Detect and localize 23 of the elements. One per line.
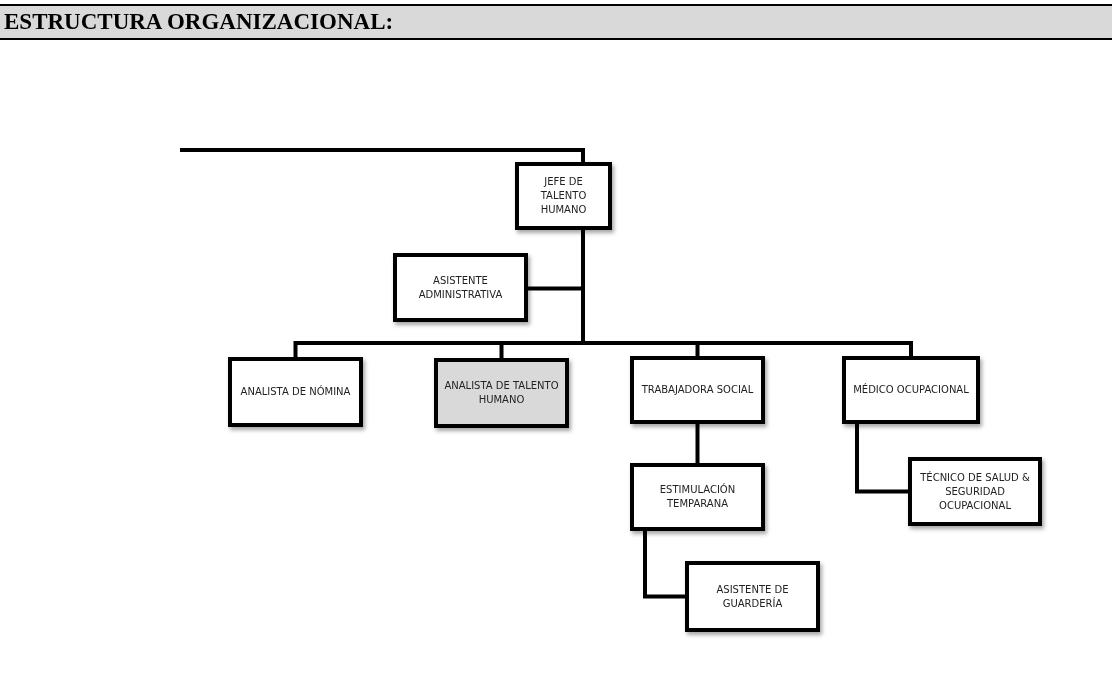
connector-line bbox=[855, 424, 908, 494]
position-title: ESTIMULACIÓN TEMPARANA bbox=[658, 483, 737, 511]
position-box bbox=[685, 561, 820, 632]
position-box bbox=[393, 253, 528, 322]
position-box bbox=[228, 357, 363, 427]
position-box bbox=[434, 358, 569, 428]
position-title: JEFE DE TALENTO HUMANO bbox=[539, 175, 588, 217]
position-title: TÉCNICO DE SALUD & SEGURIDAD OCUPACIONAL bbox=[919, 470, 1031, 513]
title: ESTRUCTURA ORGANIZACIONAL: bbox=[4, 9, 394, 35]
position-title: ANALISTA DE TALENTO HUMANO bbox=[443, 379, 560, 407]
position-box bbox=[842, 356, 980, 424]
position-box bbox=[515, 162, 612, 230]
position-title: ANALISTA DE NÓMINA bbox=[240, 385, 351, 399]
position-title: ASISTENTE ADMINISTRATIVA bbox=[417, 273, 504, 302]
connector-line bbox=[180, 148, 585, 162]
position-title: MÉDICO OCUPACIONAL bbox=[853, 383, 969, 397]
position-box bbox=[630, 356, 765, 424]
connector-line bbox=[695, 424, 700, 463]
position-title: ASISTENTE DE GUARDERÍA bbox=[715, 582, 790, 611]
connector-line bbox=[643, 531, 685, 599]
position-title: TRABAJADORA SOCIAL bbox=[641, 383, 754, 397]
position-box bbox=[630, 463, 765, 531]
position-box bbox=[908, 457, 1042, 526]
